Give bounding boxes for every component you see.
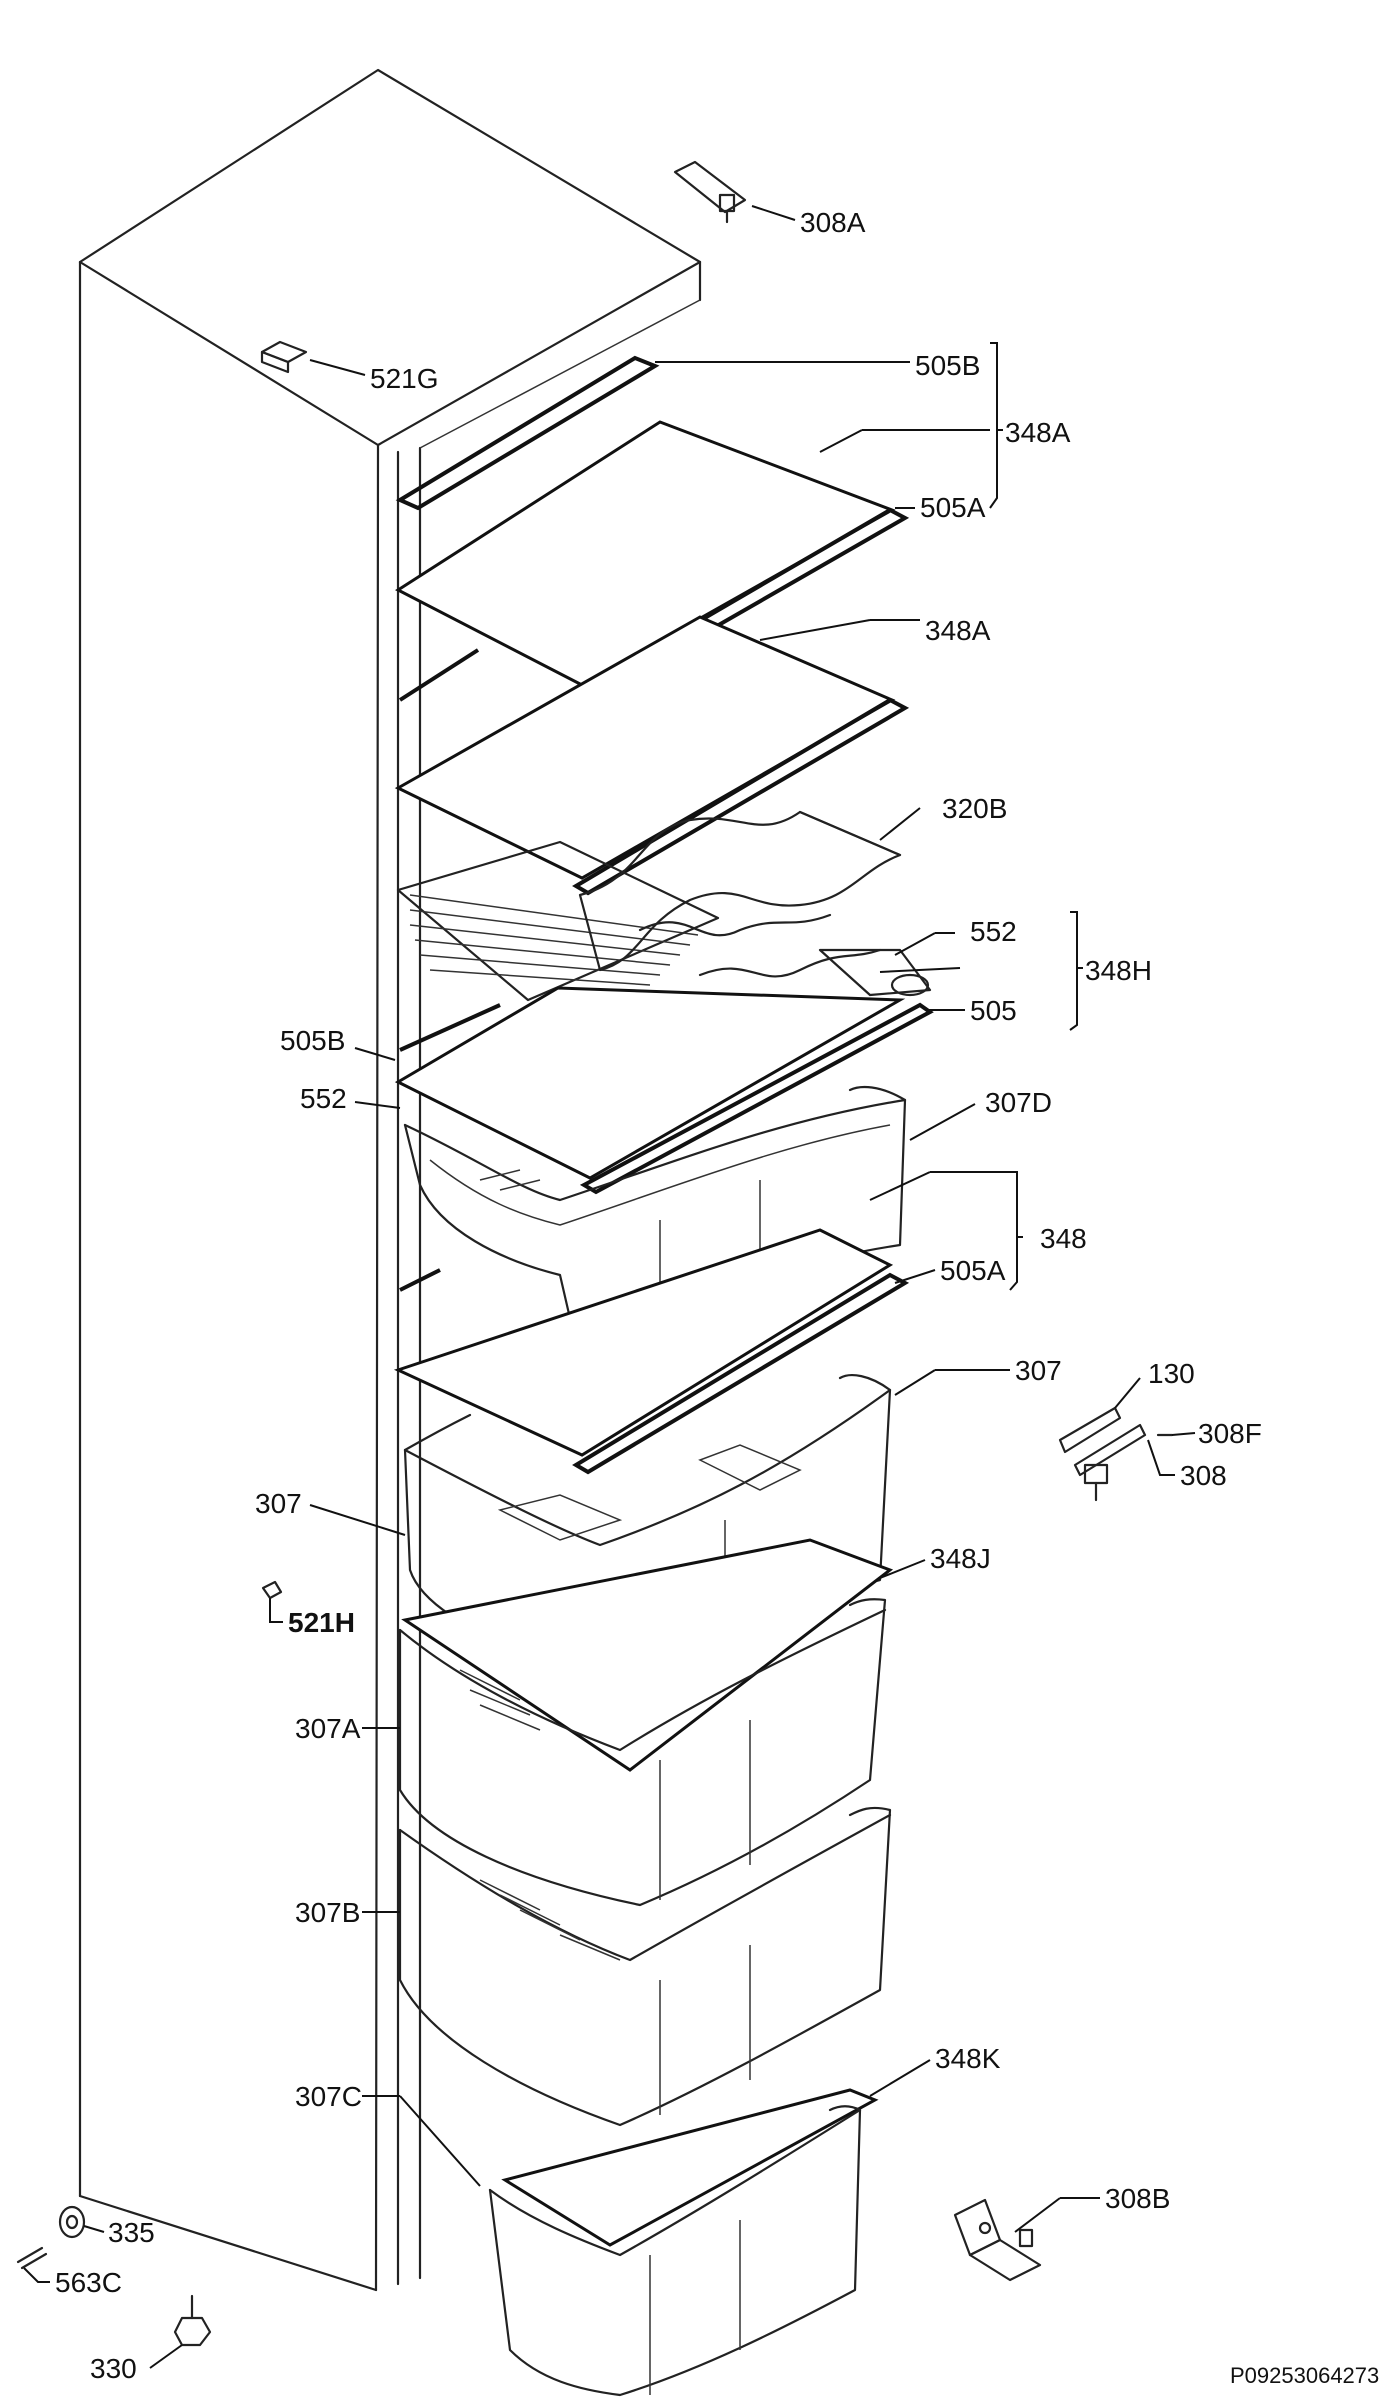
label-348a-top: 348A: [1005, 417, 1071, 448]
glass-shelf-348: [393, 1228, 910, 1475]
label-320b: 320B: [942, 793, 1007, 824]
label-521h: 521H: [288, 1607, 355, 1638]
label-335: 335: [108, 2217, 155, 2248]
label-505b-left: 505B: [280, 1025, 345, 1056]
label-307-left: 307: [255, 1488, 302, 1519]
label-130: 130: [1148, 1358, 1195, 1389]
label-505a-second: 505A: [940, 1255, 1006, 1286]
glass-shelf-348h: [394, 948, 934, 1195]
label-348j: 348J: [930, 1543, 991, 1574]
glass-shelf-348j: [401, 1538, 894, 1772]
cabinet: [78, 68, 702, 2292]
label-307d: 307D: [985, 1087, 1052, 1118]
drawer-307a: [398, 1598, 887, 1907]
label-552-left: 552: [300, 1083, 347, 1114]
wine-rack-320b: [396, 810, 902, 1002]
label-308a: 308A: [800, 207, 866, 238]
label-348h: 348H: [1085, 955, 1152, 986]
label-348k: 348K: [935, 2043, 1001, 2074]
part-labels: 308A 521G 505B 348A 505A 348A 320B 552 3…: [55, 207, 1262, 2384]
label-308b: 308B: [1105, 2183, 1170, 2214]
small-parts: [16, 1580, 283, 2347]
label-505a-top: 505A: [920, 492, 986, 523]
label-348: 348: [1040, 1223, 1087, 1254]
hinge-assembly-130-308: [1058, 1406, 1174, 1502]
label-505: 505: [970, 995, 1017, 1026]
hinge-308a: [673, 160, 747, 224]
label-307-right: 307: [1015, 1355, 1062, 1386]
label-563c: 563C: [55, 2267, 122, 2298]
label-308: 308: [1180, 1460, 1227, 1491]
glass-shelf-348k: [501, 2088, 879, 2247]
reference-code: P09253064273: [1230, 2363, 1379, 2388]
label-308f: 308F: [1198, 1418, 1262, 1449]
bracket-308b: [953, 2198, 1042, 2282]
drawer-307b: [398, 1806, 892, 2127]
glass-shelf-348a-top: [395, 355, 910, 703]
label-307b: 307B: [295, 1897, 360, 1928]
label-348a-second: 348A: [925, 615, 991, 646]
label-330: 330: [90, 2353, 137, 2384]
label-505b-top: 505B: [915, 350, 980, 381]
leader-lines: [23, 205, 1196, 2369]
label-307c: 307C: [295, 2081, 362, 2112]
glass-shelf-348a-second: [394, 615, 910, 896]
label-552-right: 552: [970, 916, 1017, 947]
cover-521g: [260, 340, 308, 374]
drawer-307c: [488, 2105, 862, 2397]
label-307a: 307A: [295, 1713, 361, 1744]
label-521g: 521G: [370, 363, 439, 394]
